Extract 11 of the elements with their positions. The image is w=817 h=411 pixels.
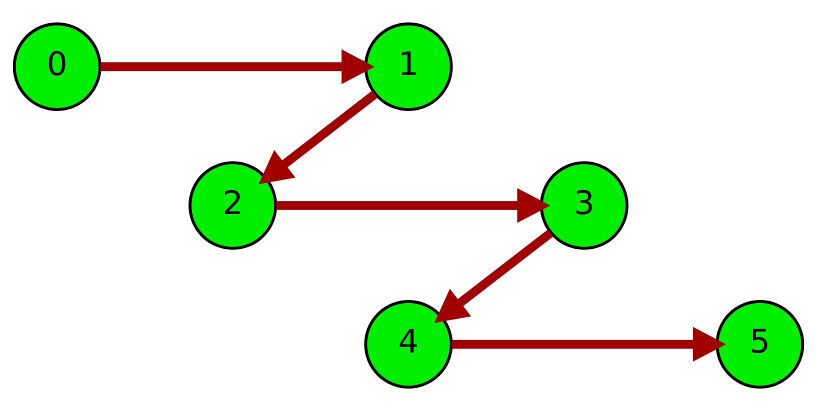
arrow — [258, 90, 378, 184]
node-circle: 3 — [540, 161, 628, 250]
arrow — [452, 326, 726, 362]
arrow — [100, 49, 375, 84]
arrow — [276, 188, 550, 223]
node-circle: 4 — [364, 300, 453, 389]
arrow — [434, 229, 554, 323]
node-circle: 2 — [188, 161, 278, 250]
node-circle: 0 — [12, 22, 102, 112]
node-circle: 5 — [716, 300, 804, 389]
node-circle: 1 — [364, 22, 453, 112]
